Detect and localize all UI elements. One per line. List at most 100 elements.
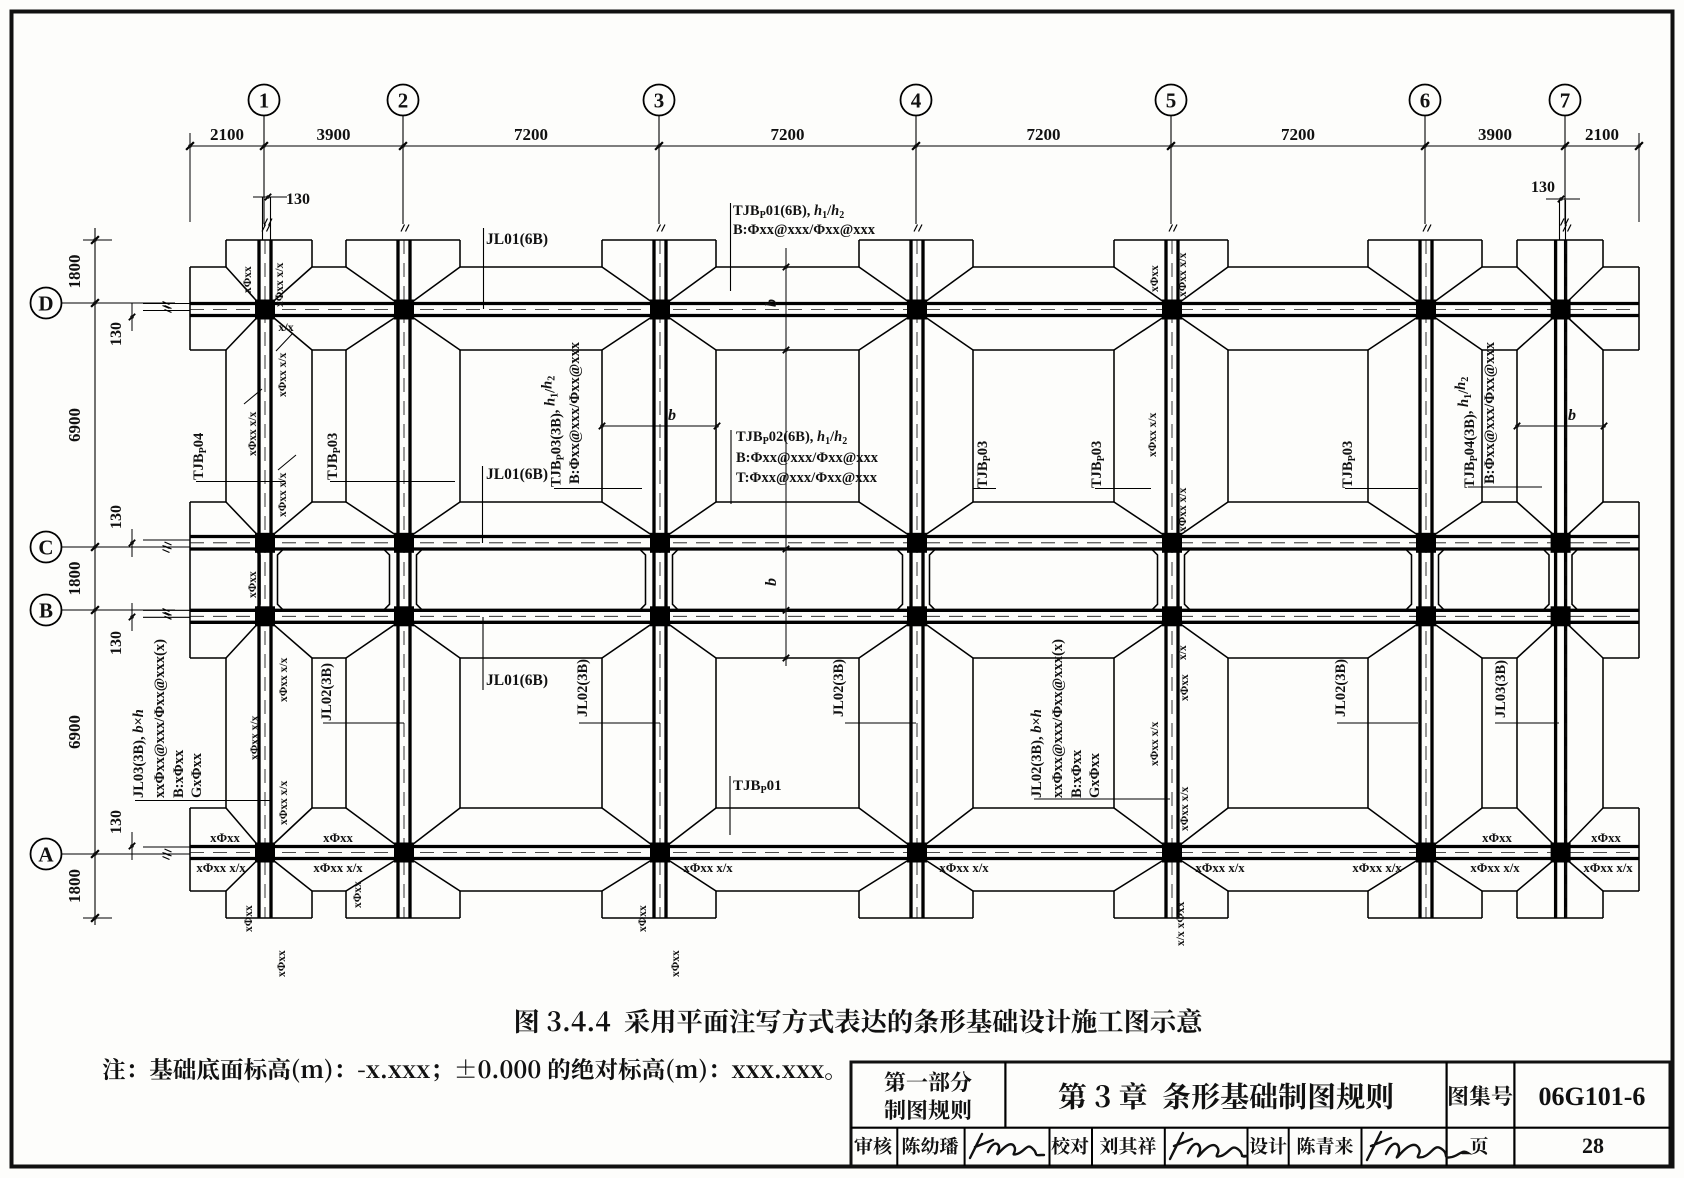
svg-text:xΦxx x/x: xΦxx x/x (278, 657, 290, 702)
svg-text:xΦxx x/x: xΦxx x/x (277, 472, 289, 517)
svg-text:xΦxx: xΦxx (352, 881, 364, 908)
svg-text:TJBP03: TJBP03 (325, 433, 343, 480)
svg-text:TJBP03: TJBP03 (1340, 441, 1358, 488)
svg-text:xΦxx: xΦxx (210, 831, 240, 845)
svg-text:7200: 7200 (771, 125, 805, 144)
svg-text:B:Φxx@xxx/Φxx@xxx: B:Φxx@xxx/Φxx@xxx (736, 450, 879, 466)
svg-text:b: b (763, 299, 780, 307)
svg-text:xΦxx: xΦxx (247, 571, 259, 598)
svg-text:xΦxx x/x: xΦxx x/x (1147, 412, 1159, 457)
svg-text:2: 2 (398, 89, 409, 113)
svg-text:B:Φxx@xxx/Φxx@xxx: B:Φxx@xxx/Φxx@xxx (1482, 341, 1498, 484)
svg-text:xΦxx: xΦxx (670, 950, 682, 977)
svg-text:C: C (38, 536, 53, 560)
svg-text:JL02(3B): JL02(3B) (831, 659, 847, 717)
svg-text:xΦxx: xΦxx (242, 266, 254, 293)
svg-text:T:Φxx@xxx/Φxx@xxx: T:Φxx@xxx/Φxx@xxx (736, 470, 878, 486)
svg-text:xΦxx x/x: xΦxx x/x (196, 861, 246, 875)
svg-text:x/x: x/x (1177, 645, 1189, 660)
svg-text:3900: 3900 (1478, 125, 1512, 144)
svg-text:6900: 6900 (65, 715, 84, 749)
svg-text:xΦxx: xΦxx (323, 831, 353, 845)
svg-text:xΦxx x/x: xΦxx x/x (249, 715, 261, 760)
svg-text:JL02(3B), b×h: JL02(3B), b×h (1029, 709, 1045, 798)
svg-text:xΦxx x/x: xΦxx x/x (1352, 861, 1402, 875)
svg-text:130: 130 (108, 505, 125, 529)
svg-text:xΦxx x/x: xΦxx x/x (313, 861, 363, 875)
svg-text:xxΦxx@xxx/Φxx@xxx(x): xxΦxx@xxx/Φxx@xxx(x) (1050, 639, 1066, 798)
svg-text:xΦxx x/x: xΦxx x/x (1177, 252, 1189, 297)
svg-text:7: 7 (1560, 89, 1571, 113)
svg-text:130: 130 (1531, 179, 1555, 196)
svg-text:TJBP04(3B), h1/h2: TJBP04(3B), h1/h2 (1453, 377, 1480, 488)
svg-text:1800: 1800 (65, 869, 84, 903)
svg-text:xΦxx x/x: xΦxx x/x (247, 411, 259, 456)
svg-text:06G101-6: 06G101-6 (1539, 1082, 1646, 1111)
svg-text:4: 4 (911, 89, 922, 113)
svg-text:JL02(3B): JL02(3B) (319, 663, 335, 721)
svg-text:xΦxx: xΦxx (276, 950, 288, 977)
svg-text:b: b (1568, 407, 1576, 424)
svg-text:JL03(3B): JL03(3B) (1493, 660, 1509, 718)
svg-text:B:Φxx@xxx/Φxx@xxx: B:Φxx@xxx/Φxx@xxx (733, 222, 876, 238)
svg-text:GxΦxx: GxΦxx (189, 752, 205, 798)
svg-text:2100: 2100 (210, 125, 244, 144)
svg-text:7200: 7200 (1281, 125, 1315, 144)
svg-text:JL01(6B): JL01(6B) (486, 231, 548, 248)
svg-text:xΦxx: xΦxx (637, 905, 649, 932)
svg-text:5: 5 (1166, 89, 1177, 113)
svg-text:1800: 1800 (65, 255, 84, 289)
svg-text:b: b (668, 407, 676, 424)
svg-text:xΦxx x/x: xΦxx x/x (939, 861, 989, 875)
svg-text:JL03(3B), b×h: JL03(3B), b×h (131, 709, 147, 798)
svg-text:7200: 7200 (514, 125, 548, 144)
svg-text:3900: 3900 (317, 125, 351, 144)
svg-text:1: 1 (259, 89, 270, 113)
svg-text:A: A (38, 843, 54, 867)
svg-text:3: 3 (654, 89, 665, 113)
svg-text:xΦxx: xΦxx (1179, 674, 1191, 701)
svg-text:b: b (763, 578, 780, 586)
svg-text:28: 28 (1582, 1133, 1604, 1158)
svg-text:130: 130 (108, 631, 125, 655)
svg-text:xΦxx: xΦxx (1591, 831, 1621, 845)
svg-text:xΦxx x/x: xΦxx x/x (1195, 861, 1245, 875)
svg-text:B:xΦxx: B:xΦxx (1069, 749, 1085, 798)
svg-text:xΦxx x/x: xΦxx x/x (1179, 786, 1191, 831)
svg-text:6900: 6900 (65, 408, 84, 442)
svg-text:B:xΦxx: B:xΦxx (171, 749, 187, 798)
svg-text:TJBP01(6B), h1/h2: TJBP01(6B), h1/h2 (733, 203, 844, 221)
svg-text:2100: 2100 (1585, 125, 1619, 144)
svg-text:xΦxx x/x: xΦxx x/x (274, 262, 286, 307)
svg-text:7200: 7200 (1027, 125, 1061, 144)
svg-text:xΦxx x/x: xΦxx x/x (1149, 721, 1161, 766)
svg-text:xΦxx x/x: xΦxx x/x (277, 352, 289, 397)
svg-text:TJBP01: TJBP01 (733, 778, 782, 796)
svg-text:TJBP02(6B), h1/h2: TJBP02(6B), h1/h2 (736, 429, 847, 447)
svg-text:JL01(6B): JL01(6B) (486, 466, 548, 483)
svg-text:TJBP03(3B), h1/h2: TJBP03(3B), h1/h2 (540, 376, 567, 487)
svg-text:TJBP03: TJBP03 (1089, 441, 1107, 488)
svg-text:x/x: x/x (278, 320, 293, 334)
svg-text:D: D (38, 292, 53, 316)
svg-text:6: 6 (1420, 89, 1431, 113)
svg-text:xΦxx: xΦxx (243, 905, 255, 932)
svg-text:GxΦxx: GxΦxx (1087, 752, 1103, 798)
svg-text:x/x xΦxx: x/x xΦxx (1175, 901, 1187, 946)
svg-text:xΦxx x/x: xΦxx x/x (278, 780, 290, 825)
svg-text:B: B (39, 599, 53, 623)
svg-text:B:Φxx@xxx/Φxx@xxx: B:Φxx@xxx/Φxx@xxx (567, 341, 583, 484)
svg-text:xΦxx: xΦxx (1482, 831, 1512, 845)
svg-text:xΦxx x/x: xΦxx x/x (1470, 861, 1520, 875)
svg-text:130: 130 (286, 191, 310, 208)
svg-text:TJBP03: TJBP03 (975, 441, 993, 488)
svg-text:JL01(6B): JL01(6B) (486, 672, 548, 689)
svg-text:xΦxx: xΦxx (1149, 265, 1161, 292)
svg-text:JL02(3B): JL02(3B) (1333, 659, 1349, 717)
svg-text:xΦxx x/x: xΦxx x/x (1177, 487, 1189, 532)
svg-text:xxΦxx@xxx/Φxx@xxx(x): xxΦxx@xxx/Φxx@xxx(x) (152, 639, 168, 798)
svg-text:xΦxx x/x: xΦxx x/x (1583, 861, 1633, 875)
svg-text:130: 130 (108, 322, 125, 346)
svg-text:JL02(3B): JL02(3B) (575, 659, 591, 717)
svg-text:TJBP04: TJBP04 (191, 433, 209, 480)
